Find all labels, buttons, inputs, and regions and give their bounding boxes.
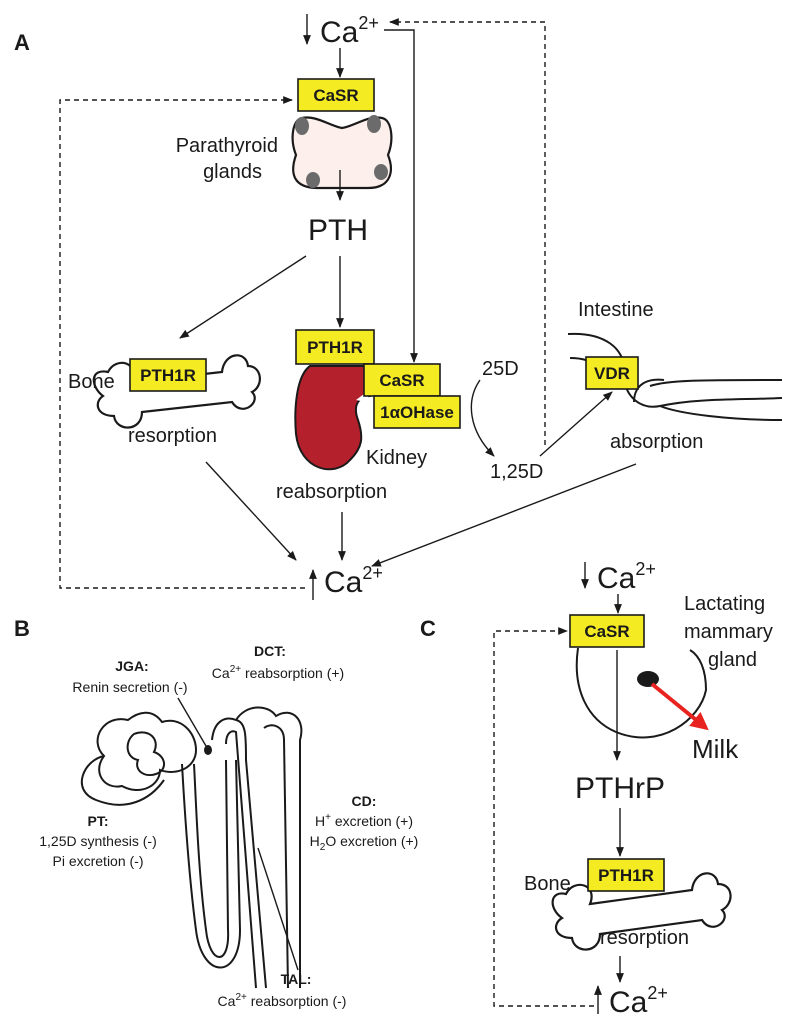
dct-text: Ca2+ reabsorption (+) xyxy=(212,664,344,681)
pthrp-label: PTHrP xyxy=(575,772,665,805)
ca-increase-bottom: Ca2+ xyxy=(309,563,383,600)
ca-decrease-top: Ca2+ xyxy=(303,13,379,49)
lactating-label-3: gland xyxy=(708,649,757,671)
tal-pointer xyxy=(257,847,299,971)
milk-arrow xyxy=(650,682,709,731)
tal-text: Ca2+ reabsorption (-) xyxy=(218,992,347,1009)
kidney-label: Kidney xyxy=(366,447,427,469)
jga-pointer xyxy=(177,697,207,747)
one-alpha-ohase-label: 1αOHase xyxy=(380,403,454,422)
arrow-ca-to-casr-kidney xyxy=(384,29,418,363)
mammary-cell-shape xyxy=(575,647,708,739)
parathyroid-label-1: Parathyroid xyxy=(176,135,278,157)
panel-b-letter: B xyxy=(14,616,30,641)
cd-h-text: H+ excretion (+) xyxy=(315,812,413,829)
dashed-feedback-125d xyxy=(389,18,546,445)
panel-c-letter: C xyxy=(420,616,436,641)
casr-box-c: CaSR xyxy=(569,614,645,648)
casr-parathyroid-box: CaSR xyxy=(297,78,375,112)
arrow-resorption-to-ca xyxy=(205,461,297,561)
vdr-box: VDR xyxy=(585,356,639,390)
tal-title: TAL: xyxy=(281,971,312,987)
pt-line1: 1,25D synthesis (-) xyxy=(39,833,156,849)
ca-decrease-c: Ca2+ xyxy=(581,559,656,595)
pt-title: PT: xyxy=(88,813,109,829)
ca-ion-label-c-bottom: Ca2+ xyxy=(609,983,668,1019)
resorption-label-c: resorption xyxy=(600,927,689,949)
bone-label-a: Bone xyxy=(68,371,115,393)
lactating-label-1: Lactating xyxy=(684,593,765,615)
casr-parathyroid-label: CaSR xyxy=(313,86,358,105)
intestine-label: Intestine xyxy=(578,299,654,321)
pth1r-kidney-box: PTH1R xyxy=(295,329,375,365)
nephron-shape xyxy=(80,706,303,989)
casr-kidney-box: CaSR xyxy=(363,363,441,397)
pth1r-bone-box: PTH1R xyxy=(129,358,207,392)
arrow-125d-to-vdr xyxy=(539,391,613,457)
ca-increase-c: Ca2+ xyxy=(594,983,668,1019)
one-alpha-ohase-box: 1αOHase xyxy=(373,395,461,429)
ca-ion-label-bottom: Ca2+ xyxy=(324,563,383,599)
jga-text: Renin secretion (-) xyxy=(72,679,187,695)
reabsorption-label: reabsorption xyxy=(276,481,387,503)
parathyroid-gland-shape xyxy=(291,115,393,190)
cd-h2o-text: H2O excretion (+) xyxy=(310,833,419,853)
panel-b: B JGA: Renin secretion (-) DCT: Ca2+ rea… xyxy=(14,616,418,1009)
bone-label-c: Bone xyxy=(524,873,571,895)
casr-label-c: CaSR xyxy=(584,622,629,641)
ca-ion-label-c: Ca2+ xyxy=(597,559,656,595)
jga-title: JGA: xyxy=(115,658,148,674)
milk-label: Milk xyxy=(692,734,739,764)
resorption-label-a: resorption xyxy=(128,425,217,447)
pth1r-kidney-label: PTH1R xyxy=(307,338,363,357)
panel-c: C Ca2+ CaSR Lactating mammary gland Milk… xyxy=(420,559,773,1019)
arrow-pth-to-bone xyxy=(179,255,307,339)
panel-a-letter: A xyxy=(14,30,30,55)
d25-label: 25D xyxy=(482,358,519,380)
cd-title: CD: xyxy=(352,793,377,809)
pth1r-label-c: PTH1R xyxy=(598,866,654,885)
dashed-feedback-ca xyxy=(59,96,305,589)
lactating-label-2: mammary xyxy=(684,621,773,643)
pth1r-box-c: PTH1R xyxy=(587,858,665,892)
arrow-25d-to-125d xyxy=(470,379,495,457)
arrow-absorption-to-ca xyxy=(371,463,637,567)
pth-label: PTH xyxy=(308,214,368,247)
parathyroid-label-2: glands xyxy=(203,161,262,183)
vdr-label: VDR xyxy=(594,364,630,383)
d125-label: 1,25D xyxy=(490,461,543,483)
absorption-label: absorption xyxy=(610,431,703,453)
pt-line2: Pi excretion (-) xyxy=(52,853,143,869)
casr-kidney-label: CaSR xyxy=(379,371,424,390)
dct-title: DCT: xyxy=(254,643,286,659)
panel-a: A Ca2+ CaSR Parathyroid glands PTH xyxy=(14,13,783,600)
ca-ion-label: Ca2+ xyxy=(320,13,379,49)
bone-shape-c xyxy=(551,872,732,951)
dashed-feedback-c xyxy=(493,627,594,1007)
pth1r-bone-label: PTH1R xyxy=(140,366,196,385)
